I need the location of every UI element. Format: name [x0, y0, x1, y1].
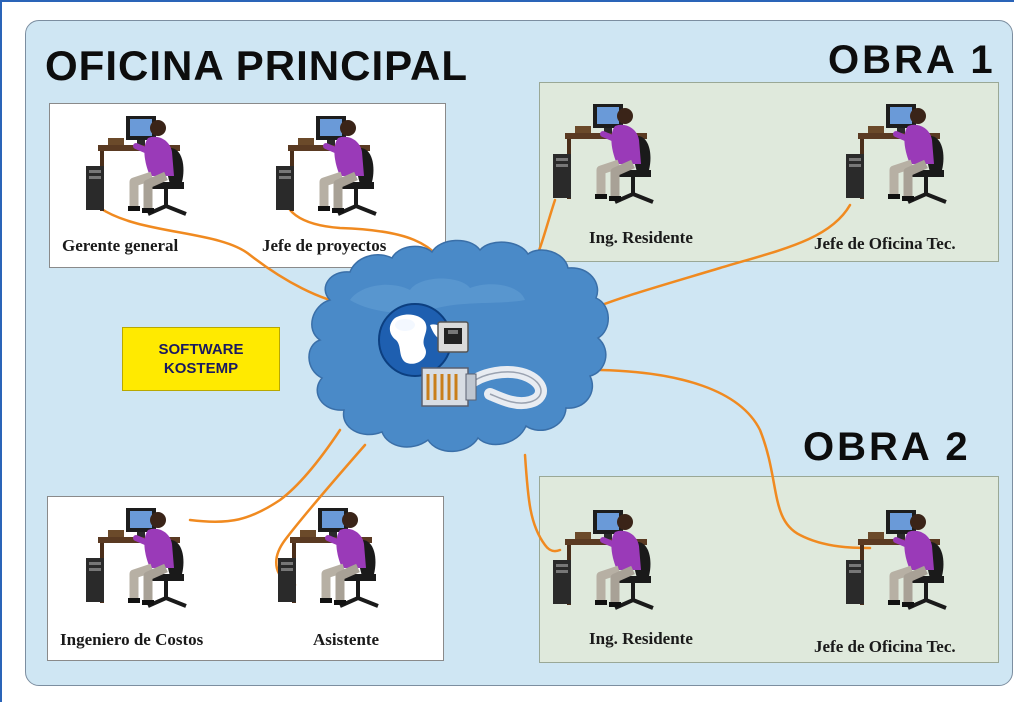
label-ing-residente-obra1: Ing. Residente	[589, 228, 693, 247]
top-rule	[0, 0, 1014, 2]
globe-icon	[378, 303, 452, 377]
label-ingeniero-costos: Ingeniero de Costos	[60, 630, 204, 649]
cable-ingeniero-costos	[188, 428, 342, 524]
title-obra-2: OBRA 2	[803, 425, 971, 469]
cable-jefe-oficina-1	[583, 203, 852, 314]
workstation-icon	[838, 504, 968, 619]
title-oficina-principal: OFICINA PRINCIPAL	[45, 42, 468, 89]
cable-jefe-oficina-2	[598, 368, 872, 550]
workstation-icon	[838, 98, 968, 213]
workstation-icon	[78, 502, 208, 617]
workstation-icon	[545, 98, 675, 213]
network-cable-icon	[421, 366, 547, 409]
software-badge-line2: KOSTEMP	[163, 360, 239, 377]
label-jefe-proyectos: Jefe de proyectos	[262, 236, 387, 255]
network-jack-icon	[437, 321, 469, 353]
label-ing-residente-obra2: Ing. Residente	[589, 629, 693, 648]
label-gerente-general: Gerente general	[62, 236, 179, 255]
software-badge-line1: SOFTWARE	[158, 341, 244, 358]
title-obra-1: OBRA 1	[828, 38, 996, 82]
workstation-icon	[270, 502, 400, 617]
label-jefe-oficina-obra1: Jefe de Oficina Tec.	[814, 234, 956, 253]
software-badge: SOFTWARE KOSTEMP	[122, 327, 280, 391]
label-asistente: Asistente	[313, 630, 380, 649]
oficina-bottom-box	[47, 496, 444, 661]
left-rule	[0, 0, 2, 702]
cable-gerente	[98, 206, 352, 307]
label-jefe-oficina-obra2: Jefe de Oficina Tec.	[814, 637, 956, 656]
workstation-icon	[545, 504, 675, 619]
oficina-top-box	[49, 103, 446, 268]
workstation-icon	[78, 110, 208, 225]
workstation-icon	[268, 110, 398, 225]
cable-ing-residente-2	[523, 453, 562, 553]
